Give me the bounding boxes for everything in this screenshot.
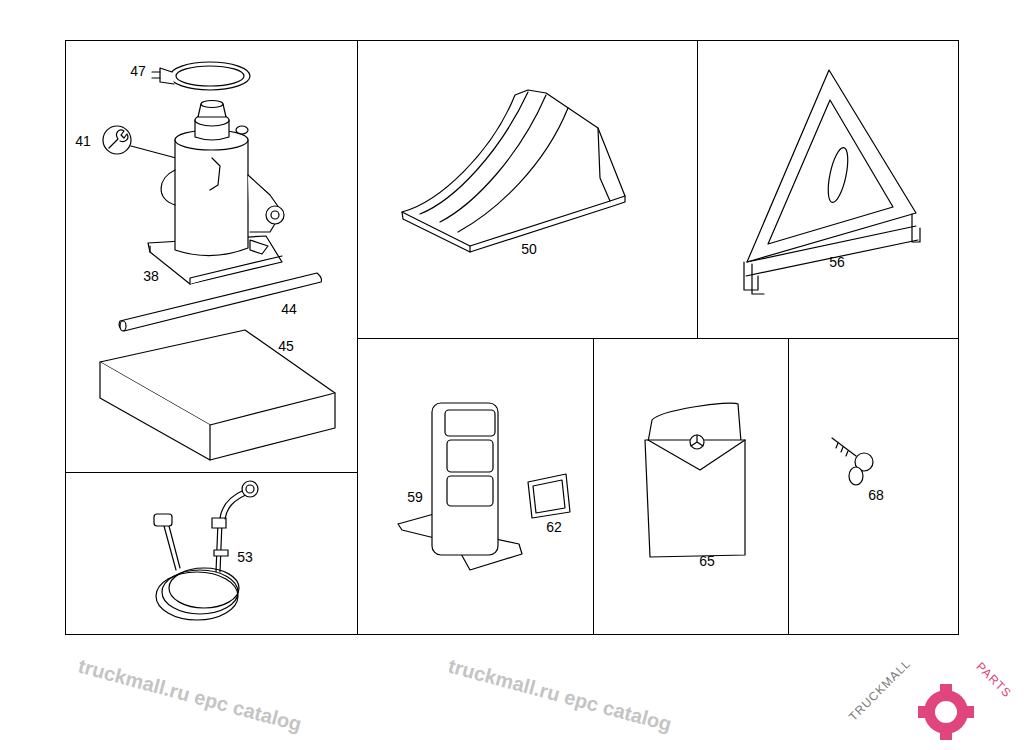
hose-drawing-part: [154, 514, 172, 526]
callout-number: 45: [278, 339, 294, 353]
callout-number: 62: [546, 520, 562, 534]
hose-drawing-part: [214, 550, 228, 556]
key-drawing-part: [836, 443, 848, 456]
parts-panel: 53: [65, 472, 358, 635]
jack-drawing-part: [266, 206, 284, 224]
warning-triangle-drawing-part: [744, 262, 758, 290]
wheel-chock-drawing-part: [470, 196, 625, 252]
jack-drawing-part: [175, 140, 248, 256]
parts-panel: 50: [357, 40, 698, 339]
warning-lamp-drawing-part: [432, 403, 498, 555]
jack-drawing-part: [210, 158, 220, 190]
warning-lamp-drawing-part: [447, 476, 493, 506]
wheel-chock-drawing-part: [440, 95, 546, 222]
jack-drawing-part: [250, 240, 268, 254]
wheel-chock-drawing-part: [402, 212, 470, 252]
callout-number: 50: [521, 242, 537, 256]
warning-triangle-drawing-part: [824, 146, 851, 204]
warning-triangle-drawing-part: [746, 226, 918, 276]
document-pouch-drawing-part: [645, 440, 745, 557]
wheel-chock-drawing: [402, 90, 625, 252]
wheel-chock-drawing-part: [458, 108, 568, 232]
warning-lamp-drawing-part: [447, 440, 493, 472]
document-pouch-drawing: [645, 403, 745, 557]
jack-drawing-part: [201, 101, 223, 108]
logo-gear-part: [940, 732, 952, 740]
parts-panel: 59 62: [357, 338, 594, 635]
bar-drawing-part: [120, 321, 126, 331]
clamp-drawing-part: [170, 62, 250, 90]
jack-drawing-part: [271, 211, 279, 219]
callout-number: 68: [868, 488, 884, 502]
warning-triangle-drawing-part: [912, 214, 920, 242]
jack-drawing: [148, 101, 284, 285]
callout-number: 47: [130, 64, 146, 78]
watermark: truckmall.ru epc catalog: [446, 656, 673, 735]
bag-drawing: [100, 330, 335, 460]
clamp-drawing-part: [176, 66, 244, 86]
logo-gear: [918, 684, 974, 740]
wrench-icon-part: [131, 146, 176, 158]
warning-triangle-drawing: [744, 70, 920, 294]
watermark: truckmall.ru epc catalog: [76, 656, 303, 735]
clamp-drawing: [152, 62, 250, 90]
document-pouch-drawing-part: [691, 435, 703, 446]
callout-number: 41: [75, 134, 91, 148]
wrench-icon-part: [109, 130, 128, 148]
warning-triangle-drawing-part: [747, 70, 916, 262]
logo-gear-part: [940, 684, 952, 692]
callout-number: 44: [281, 302, 297, 316]
callout-number: 56: [829, 255, 845, 269]
parts-illustration-part: [100, 62, 974, 740]
wrench-icon-part: [103, 126, 131, 154]
logo-gear-part: [966, 706, 974, 718]
logo-gear-part: [935, 701, 957, 723]
wrench-icon: [103, 126, 176, 158]
callout-number: 53: [237, 550, 253, 564]
callout-number: 65: [699, 554, 715, 568]
hose-drawing-part: [169, 526, 180, 568]
wheel-chock-drawing-part: [402, 90, 625, 246]
key-drawing-part: [832, 438, 856, 456]
clamp-drawing-part: [152, 72, 160, 78]
wheel-chock-drawing-part: [598, 128, 610, 201]
hose-drawing-part: [242, 481, 258, 497]
reflector-plate-drawing: [528, 474, 570, 518]
hose-drawing-part: [156, 572, 238, 620]
parts-panel: 68: [788, 338, 959, 635]
logo-text: PARTS: [974, 660, 1014, 700]
wheel-chock-drawing-part: [420, 92, 528, 214]
parts-panel: 47 41 38 44 45: [65, 40, 358, 473]
bag-drawing-part: [210, 393, 335, 460]
key-drawing: [832, 438, 873, 485]
logo-text: TRUCKMALL: [847, 657, 913, 723]
reflector-plate-drawing-part: [533, 480, 565, 513]
warning-lamp-drawing-part: [445, 410, 495, 436]
warning-triangle-drawing-part: [768, 100, 893, 244]
parts-panel: 56: [697, 40, 959, 339]
bag-drawing-part: [100, 362, 210, 460]
callout-number: 38: [143, 269, 159, 283]
warning-lamp-drawing: [398, 403, 522, 570]
callout-number: 59: [407, 490, 423, 504]
clamp-drawing-part: [160, 68, 174, 84]
jack-drawing-part: [161, 170, 175, 205]
logo-gear-part: [918, 706, 926, 718]
hose-drawing-part: [246, 485, 254, 493]
key-drawing-part: [849, 467, 863, 485]
parts-panel: 65: [593, 338, 789, 635]
reflector-plate-drawing-part: [528, 474, 570, 518]
hose-drawing-part: [212, 518, 226, 528]
hose-drawing-part: [216, 522, 222, 572]
warning-triangle-drawing-part: [752, 264, 764, 294]
hose-drawing-part: [225, 494, 248, 519]
document-pouch-drawing-part: [690, 435, 704, 449]
jack-drawing-part: [236, 126, 248, 134]
logo-gear-part: [924, 690, 968, 734]
hose-drawing: [154, 481, 258, 620]
